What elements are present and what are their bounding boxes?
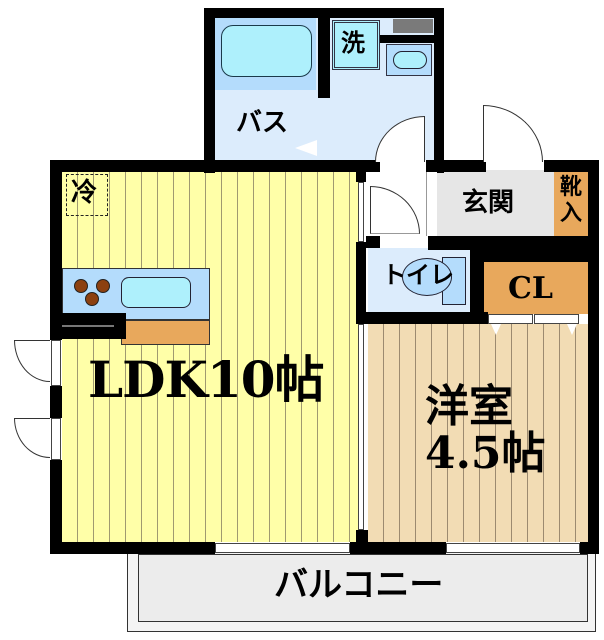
bathtub-icon [221,25,312,77]
sink-icon [393,51,427,69]
window-balcony-ldk[interactable] [215,543,350,553]
wall-hall-toilet [366,236,380,248]
wall-bottom-mid [350,542,446,554]
stove-burner-3 [85,292,99,306]
entrance-label: 玄関 [462,188,515,218]
vent-box [393,19,433,33]
wall-toilet-right [470,248,484,324]
toilet-bowl-icon [402,258,452,296]
wall-top-left [50,160,380,172]
window-left-2[interactable] [51,418,61,460]
shoe-storage-label: 靴入 [559,174,582,226]
wall-bath-mid [318,8,330,98]
door-entrance-front[interactable] [483,105,543,162]
ldk-room [62,172,358,542]
wall-bottom-left [50,542,215,554]
refrigerator-label: 冷 [71,178,98,208]
wall-entry-bottom [428,236,599,250]
wall-closet-top [484,248,588,262]
balcony [138,554,588,622]
ldk-label: LDK10帖 [88,350,325,409]
closet-label: CL [508,271,553,306]
window-left-1[interactable] [51,340,61,386]
window-balcony-western[interactable] [446,543,580,553]
wall-ldk-right-lower [356,530,368,554]
wall-wash-divider [380,35,436,43]
balcony-label: バルコニー [274,565,444,605]
stove-burner-1 [74,279,88,293]
bath-label: バス [236,108,289,138]
wall-left-lower [50,460,62,554]
closet-door-triangle-2 [567,324,577,335]
kitchen-wall-line [62,325,114,327]
wall-right [588,160,599,554]
washing-machine-box [332,20,380,70]
refrigerator-box [66,174,108,216]
door-left-1[interactable] [14,340,50,382]
wall-ldk-right-mid [356,242,366,324]
wall-bath-right [434,8,444,173]
wall-bath-left [204,8,215,173]
closet [484,262,588,314]
wall-ldk-right-upper [356,160,366,182]
stove-burner-2 [96,279,110,293]
door-left-2[interactable] [14,418,50,458]
kitchen-cabinet [121,320,210,345]
sliding-door-ldk-hall[interactable] [358,182,364,242]
washroom-label: 洗 [341,28,365,57]
wall-bottom-right [580,542,599,554]
wall-top-right [426,160,486,172]
wall-entry-divider [426,172,437,236]
kitchen-sink-icon [121,277,191,308]
western-room-label-line1: 洋室 [425,381,513,432]
wall-toilet-bottom [366,312,488,324]
western-room [368,324,588,542]
sliding-door-ldk-western[interactable] [358,324,364,530]
western-room-label-line2: 4.5帖 [425,428,546,479]
wall-left-upper [50,160,62,340]
bath-door-triangle [295,140,317,156]
toilet-label: トイレ [382,260,454,289]
entrance [436,170,554,238]
closet-door-2[interactable] [534,314,579,324]
closet-door-triangle-1 [491,324,501,335]
shoe-storage [554,170,588,236]
closet-door-1[interactable] [488,314,533,324]
wall-top-far-right [544,160,599,172]
wall-left-mid [50,386,62,418]
